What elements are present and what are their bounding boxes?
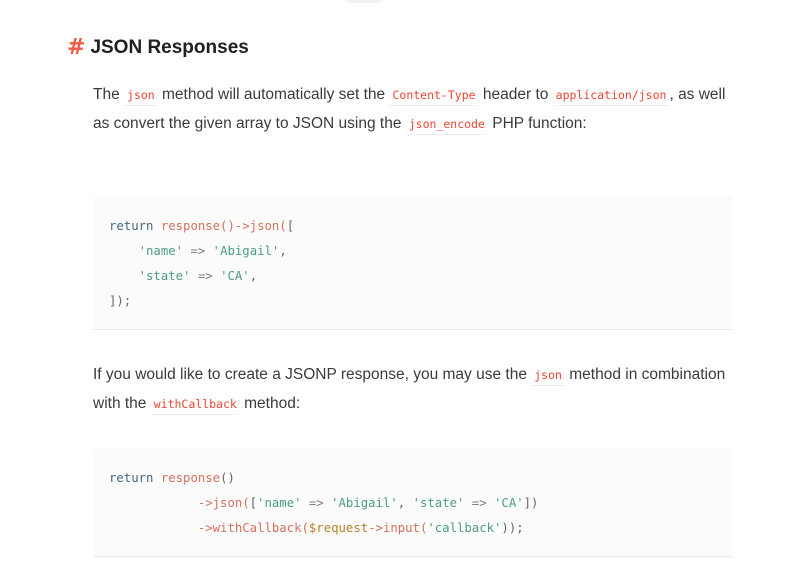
code-punctuation: [ — [249, 496, 258, 510]
section-title: JSON Responses — [90, 37, 249, 58]
code-keyword: return — [109, 471, 161, 485]
code-keyword: return — [109, 219, 161, 233]
code-string: 'state' — [138, 269, 191, 283]
text-segment: method: — [239, 394, 301, 412]
code-variable: $request — [308, 521, 369, 535]
code-function: response — [160, 471, 221, 485]
code-string: 'CA' — [494, 496, 524, 510]
code-string: 'callback' — [427, 521, 502, 535]
inline-code: json — [531, 365, 565, 386]
code-function: ->withCallback( — [197, 521, 309, 535]
code-punctuation: ]); — [109, 294, 132, 308]
text-segment: header to — [478, 86, 553, 103]
code-line: return response() — [109, 466, 732, 491]
code-punctuation: () — [220, 471, 235, 485]
text-segment: If you would like to create a JSONP resp… — [93, 366, 532, 383]
json-description-paragraph: The json method will automatically set t… — [93, 81, 743, 138]
inline-code: withCallback — [150, 393, 240, 415]
code-operator: => — [190, 269, 221, 283]
code-function: ->input( — [368, 521, 428, 535]
code-string: 'Abigail' — [212, 244, 280, 258]
code-indent — [109, 496, 198, 510]
code-operator: => — [464, 496, 495, 510]
code-indent — [109, 521, 198, 535]
code-string: 'name' — [257, 496, 302, 510]
inline-code: Content-Type — [389, 85, 479, 106]
code-punctuation: [ — [286, 219, 295, 233]
code-punctuation: , — [397, 496, 413, 510]
code-indent — [109, 269, 139, 283]
code-function: ->json( — [197, 496, 250, 510]
code-line: ->json(['name' => 'Abigail', 'state' => … — [109, 491, 732, 516]
text-segment: , as well as convert the given array to … — [93, 86, 726, 132]
code-operator: => — [183, 244, 213, 258]
text-segment: The — [93, 86, 125, 103]
top-tab-indicator — [347, 0, 381, 3]
code-punctuation: , — [279, 244, 287, 258]
code-string: 'Abigail' — [331, 496, 398, 510]
inline-code: application/json — [552, 85, 670, 106]
code-string: 'CA' — [220, 269, 250, 283]
code-punctuation: ]) — [523, 496, 539, 510]
code-line: ->withCallback($request->input('callback… — [109, 516, 732, 541]
text-segment: PHP function: — [487, 114, 587, 132]
section-heading: # JSON Responses — [67, 34, 249, 62]
code-line: return response()->json([ — [109, 214, 732, 239]
code-string: 'name' — [138, 244, 184, 258]
inline-code: json_encode — [405, 113, 488, 135]
code-line: 'name' => 'Abigail', — [109, 239, 732, 264]
code-punctuation: )); — [501, 521, 524, 535]
code-punctuation: , — [249, 269, 258, 283]
code-line: ]); — [109, 289, 732, 314]
code-block-json: return response()->json([ 'name' => 'Abi… — [93, 197, 732, 330]
text-segment: method in combination with the — [93, 366, 726, 412]
hash-anchor-icon[interactable]: # — [67, 35, 86, 60]
jsonp-description-paragraph: If you would like to create a JSONP resp… — [93, 361, 743, 418]
code-indent — [109, 244, 139, 258]
code-line: 'state' => 'CA', — [109, 264, 732, 289]
code-operator: => — [301, 496, 332, 510]
code-block-jsonp: return response() ->json(['name' => 'Abi… — [93, 449, 732, 557]
text-segment: method will automatically set the — [157, 86, 390, 103]
code-string: 'state' — [412, 496, 465, 510]
code-function: response()->json( — [160, 219, 287, 233]
inline-code: json — [124, 85, 158, 106]
